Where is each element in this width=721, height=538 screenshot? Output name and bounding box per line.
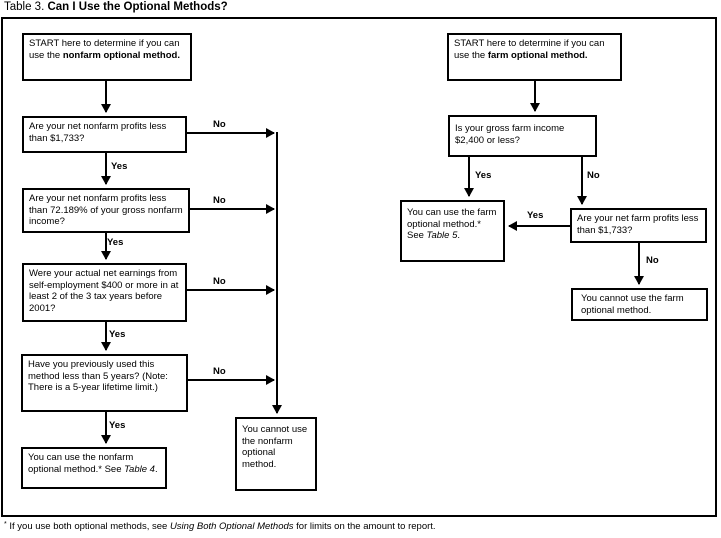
nonfarm-q1-box: Are your net nonfarm profits less than $… (22, 116, 187, 153)
nonfarm-can-use-box: You can use the nonfarm optional method.… (21, 447, 167, 489)
nonfarm-start-bold: nonfarm optional method. (62, 49, 180, 61)
nonfarm-can-use-text: You can use the nonfarm optional method.… (28, 452, 134, 475)
farm-q2-yes-label: Yes (527, 210, 544, 221)
nonfarm-q1-no-label: No (213, 119, 226, 130)
nonfarm-q2-box: Are your net nonfarm profits less than 7… (22, 188, 190, 233)
nonfarm-q1-yes-label: Yes (111, 161, 128, 172)
nonfarm-q3-yes-label: Yes (109, 329, 126, 340)
farm-q2-box: Are your net farm profits less than $1,7… (570, 208, 707, 243)
footnote-marker: * (4, 521, 7, 528)
farm-start-text: START here to determine if you can use t… (454, 38, 605, 61)
footnote-ref: Using Both Optional Methods (169, 521, 294, 532)
farm-cannot-use-box: You cannot use the farm optional method. (571, 288, 708, 321)
nonfarm-cannot-use-box: You cannot use the nonfarm optional meth… (235, 417, 317, 491)
farm-start-box: START here to determine if you can use t… (447, 33, 622, 81)
title-main: Can I Use the Optional Methods? (47, 1, 228, 13)
farm-q1-no-label: No (587, 170, 600, 181)
nonfarm-q3-box: Were your actual net earnings from self-… (22, 263, 187, 322)
nonfarm-q2-yes-label: Yes (107, 237, 124, 248)
nonfarm-start-box: START here to determine if you can use t… (22, 33, 192, 81)
nonfarm-q4-yes-label: Yes (109, 420, 126, 431)
nonfarm-can-use-ref: Table 4 (124, 463, 155, 475)
farm-can-use-ref: Table 5 (426, 230, 458, 241)
page-title: Table 3. Can I Use the Optional Methods? (4, 1, 228, 13)
nonfarm-start-text: START here to determine if you can use t… (29, 38, 180, 61)
farm-q2-no-label: No (646, 255, 659, 266)
farm-q1-yes-label: Yes (475, 170, 492, 181)
nonfarm-q2-no-label: No (213, 195, 226, 206)
farm-start-bold: farm optional method. (487, 49, 588, 61)
nonfarm-q4-no-label: No (213, 366, 226, 377)
farm-can-use-box: You can use the farm optional method.* S… (400, 200, 505, 262)
nonfarm-q4-box: Have you previously used this method les… (21, 354, 188, 412)
footnote-text: If you use both optional methods, see (6, 521, 170, 532)
farm-can-use-text: You can use the farm optional method.* S… (407, 207, 497, 241)
footnote: * If you use both optional methods, see … (4, 521, 436, 532)
title-prefix: Table 3. (4, 1, 48, 13)
nonfarm-q3-no-label: No (213, 276, 226, 287)
farm-q1-box: Is your gross farm income $2,400 or less… (448, 115, 597, 157)
